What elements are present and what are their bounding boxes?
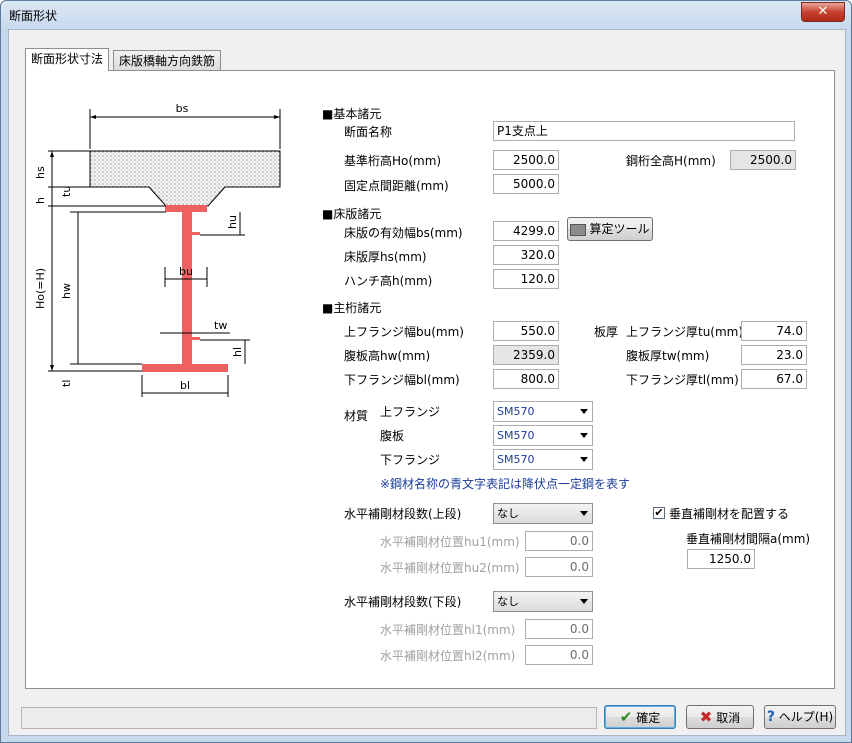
tab-slab-rebar[interactable]: 床版橋軸方向鉄筋 [113,50,222,70]
dim-hl: hl [231,347,244,357]
hu1-input[interactable]: 0.0 [525,531,593,551]
label-h: 鋼桁全高H(mm) [626,154,716,168]
hu2-input[interactable]: 0.0 [525,557,593,577]
label-bu: 上フランジ幅bu(mm) [344,325,464,339]
label-thickness: 板厚 [594,325,619,339]
dist-input[interactable]: 5000.0 [493,174,559,194]
label-ho: 基準桁高Ho(mm) [344,154,442,168]
label-hu1: 水平補剛材位置hu1(mm) [380,535,520,549]
dim-h: h [34,197,47,204]
bu-input[interactable]: 550.0 [493,321,559,341]
tu-input[interactable]: 74.0 [741,321,807,341]
heading-girder: ■主桁諸元 [322,301,382,315]
help-icon: ? [766,709,775,725]
label-hl1: 水平補剛材位置hl1(mm) [380,623,516,637]
top-flange [165,205,207,212]
dim-u: tu [60,186,73,197]
hl2-input[interactable]: 0.0 [525,645,593,665]
chevron-down-icon [580,457,588,462]
label-vertical-spacing: 垂直補剛材間隔a(mm) [686,532,811,546]
ho-input[interactable]: 2500.0 [493,150,559,170]
label-material: 材質 [344,409,369,423]
vertical-spacing-input[interactable]: 1250.0 [687,549,755,569]
cancel-label: 取消 [716,711,741,725]
printer-icon [570,223,587,236]
ok-button[interactable]: ✔ 確定 [604,705,676,729]
haunch-input[interactable]: 120.0 [493,269,559,289]
label-stiff-lower: 水平補剛材段数(下段) [344,595,462,609]
label-mat-web: 腹板 [380,429,405,443]
slab-concrete [89,150,281,207]
web [182,212,192,364]
dim-tw: tw [214,319,227,332]
label-hs: 床版厚hs(mm) [344,250,427,264]
check-icon: ✔ [654,506,664,519]
tl-input[interactable]: 67.0 [741,369,807,389]
label-hw: 腹板高hw(mm) [344,349,431,363]
bottom-flange [142,364,228,372]
dim-hw: hw [60,283,73,299]
label-mat-lower: 下フランジ [380,453,441,467]
chevron-down-icon [580,433,588,438]
material-note: ※鋼材名称の青文字表記は降伏点一定鋼を表す [380,477,631,491]
label-section-name: 断面名称 [344,125,393,139]
checkmark-icon: ✔ [619,708,633,726]
cancel-x-icon: ✖ [699,708,713,726]
label-dist: 固定点間距離(mm) [344,179,449,193]
stiff-lower-select[interactable]: なし [493,591,593,612]
h-readonly: 2500.0 [730,150,796,170]
tw-input[interactable]: 23.0 [741,345,807,365]
label-haunch: ハンチ高h(mm) [344,274,433,288]
calc-tool-label: 算定ツール [589,222,650,236]
hw-readonly: 2359.0 [493,345,559,365]
chevron-down-icon [580,599,588,604]
label-bl: 下フランジ幅bl(mm) [344,373,460,387]
dim-bu: bu [179,265,193,278]
label-vertical-check: 垂直補剛材を配置する [669,507,790,521]
bs-input[interactable]: 4299.0 [493,221,559,241]
dim-tl: tl [60,380,73,387]
dim-bl: bl [180,379,190,392]
label-bs: 床版の有効幅bs(mm) [344,226,463,240]
tab-panel: bs hs h Ho(=H) [25,70,835,689]
hs-input[interactable]: 320.0 [493,245,559,265]
vertical-stiffener-checkbox[interactable]: ✔ [653,507,665,519]
dim-hu: hu [226,215,239,229]
mat-lower-select[interactable]: SM570 [493,449,593,470]
section-name-input[interactable]: P1支点上 [493,121,795,141]
window-title: 断面形状 [9,9,58,23]
stiff-upper-select[interactable]: なし [493,503,593,524]
ok-label: 確定 [636,711,661,725]
hl1-input[interactable]: 0.0 [525,619,593,639]
close-button[interactable]: ✕ [801,2,845,22]
dim-hs: hs [34,166,47,179]
chevron-down-icon [580,511,588,516]
tab-section-dimensions[interactable]: 断面形状寸法 [25,48,110,71]
section-diagram: bs hs h Ho(=H) [34,102,281,397]
label-stiff-upper: 水平補剛材段数(上段) [344,507,462,521]
help-button[interactable]: ? ヘルプ(H) [764,705,836,729]
heading-slab: ■床版諸元 [322,207,382,221]
status-bar [21,707,597,729]
mat-web-select[interactable]: SM570 [493,425,593,446]
label-tw: 腹板厚tw(mm) [626,349,710,363]
help-label: ヘルプ(H) [778,710,834,724]
mat-upper-select[interactable]: SM570 [493,401,593,422]
heading-basic: ■基本諸元 [322,107,382,121]
calc-tool-button[interactable]: 算定ツール [567,217,653,241]
title-bar: 断面形状 ✕ [1,1,851,29]
dialog-client: 断面形状寸法 床版橋軸方向鉄筋 bs [8,29,846,736]
cancel-button[interactable]: ✖ 取消 [686,705,754,729]
label-hu2: 水平補剛材位置hu2(mm) [380,561,520,575]
bl-input[interactable]: 800.0 [493,369,559,389]
label-tu: 上フランジ厚tu(mm) [626,325,744,339]
label-hl2: 水平補剛材位置hl2(mm) [380,649,516,663]
label-tl: 下フランジ厚tl(mm) [626,373,739,387]
dim-bs: bs [176,102,189,115]
dim-ho: Ho(=H) [34,268,47,309]
label-mat-upper: 上フランジ [380,405,441,419]
chevron-down-icon [580,409,588,414]
